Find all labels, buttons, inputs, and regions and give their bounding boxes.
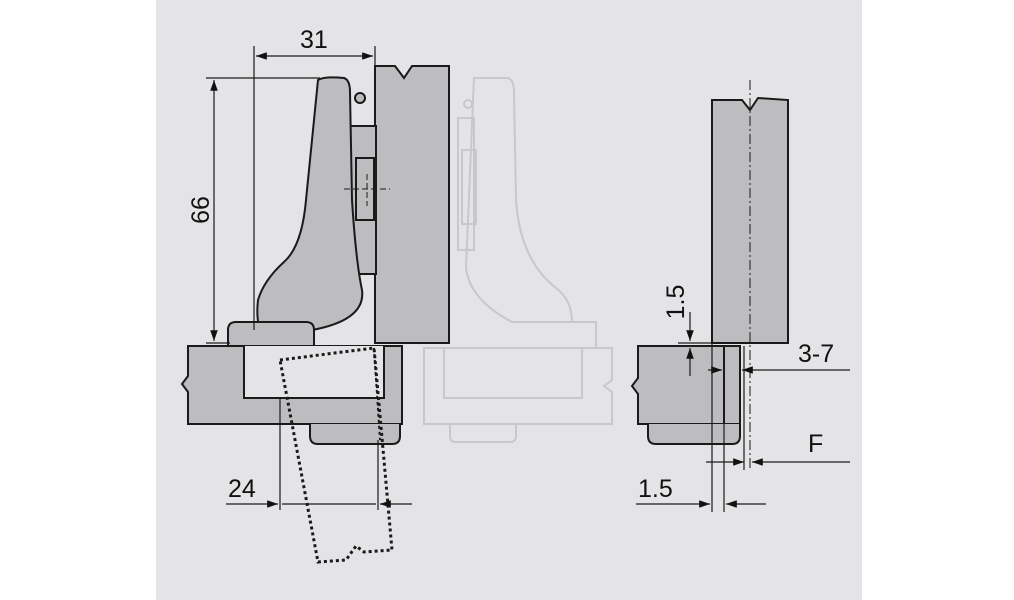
ghost-hinge-open-view bbox=[423, 77, 613, 443]
cabinet-section bbox=[630, 345, 725, 425]
cabinet-section-tab bbox=[647, 424, 741, 445]
cup-recess bbox=[243, 346, 385, 399]
gap-detail-view bbox=[630, 80, 789, 470]
cabinet-edge-strip bbox=[723, 345, 741, 425]
dim-label-31: 31 bbox=[300, 26, 328, 54]
dim-label-24: 24 bbox=[228, 475, 256, 503]
hinge-closed-view bbox=[180, 65, 450, 564]
cabinet-tab bbox=[309, 424, 401, 445]
dimension-lines-left bbox=[206, 46, 412, 510]
dim-label-f: F bbox=[808, 430, 823, 458]
door-panel bbox=[374, 65, 450, 344]
dim-label-1-5-bottom: 1.5 bbox=[638, 475, 673, 503]
adjust-screw bbox=[354, 92, 366, 104]
dimension-lines-right bbox=[636, 312, 850, 512]
hinge-cup-top bbox=[227, 321, 315, 347]
open-door-dotted-outline bbox=[278, 346, 394, 564]
dim-label-66: 66 bbox=[187, 196, 215, 224]
dim-label-1-5-top: 1.5 bbox=[662, 285, 690, 320]
dim-label-3-7: 3-7 bbox=[798, 340, 834, 368]
hinge-arm bbox=[256, 76, 364, 331]
